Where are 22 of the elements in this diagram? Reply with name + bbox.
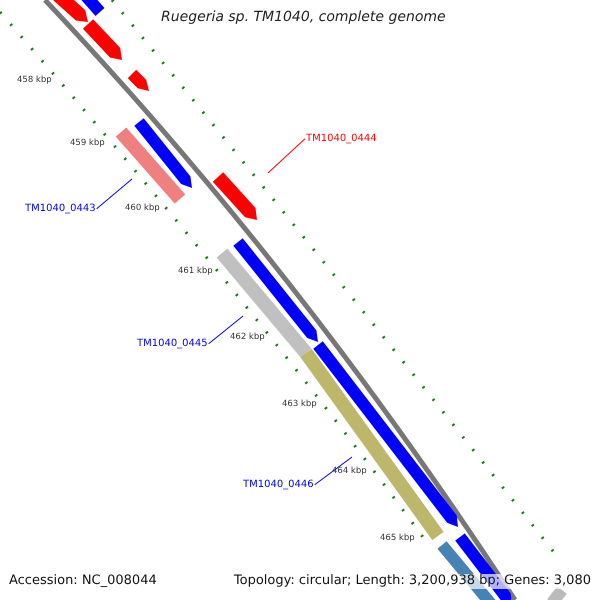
accession-text: Accession: NC_008044 [9,574,157,589]
leader-line [208,316,244,344]
genome-stats-text: Topology: circular; Length: 3,200,938 bp; Genes: 3,080 [234,574,591,589]
position-label: 465 kbp [380,534,415,544]
gene-label: TM1040_0443 [25,203,96,214]
position-label: 464 kbp [332,467,367,477]
position-label: 463 kbp [282,400,317,410]
gene-label: TM1040_0445 [137,338,208,350]
gene-label: TM1040_0446 [243,479,314,490]
leader-line [268,138,306,174]
gene-bar [216,248,312,358]
gene-bar [116,127,186,204]
leader-line [314,456,352,486]
position-label: 462 kbp [230,333,265,343]
leader-line [96,178,132,210]
position-label: 459 kbp [70,139,105,149]
gene-bar [212,172,257,220]
title: Ruegeria sp. TM1040, complete genome [161,9,446,26]
position-label: 458 kbp [17,76,52,86]
gene-label: TM1040_0444 [306,133,377,144]
position-label: 461 kbp [178,267,213,277]
position-label: 460 kbp [125,204,160,214]
